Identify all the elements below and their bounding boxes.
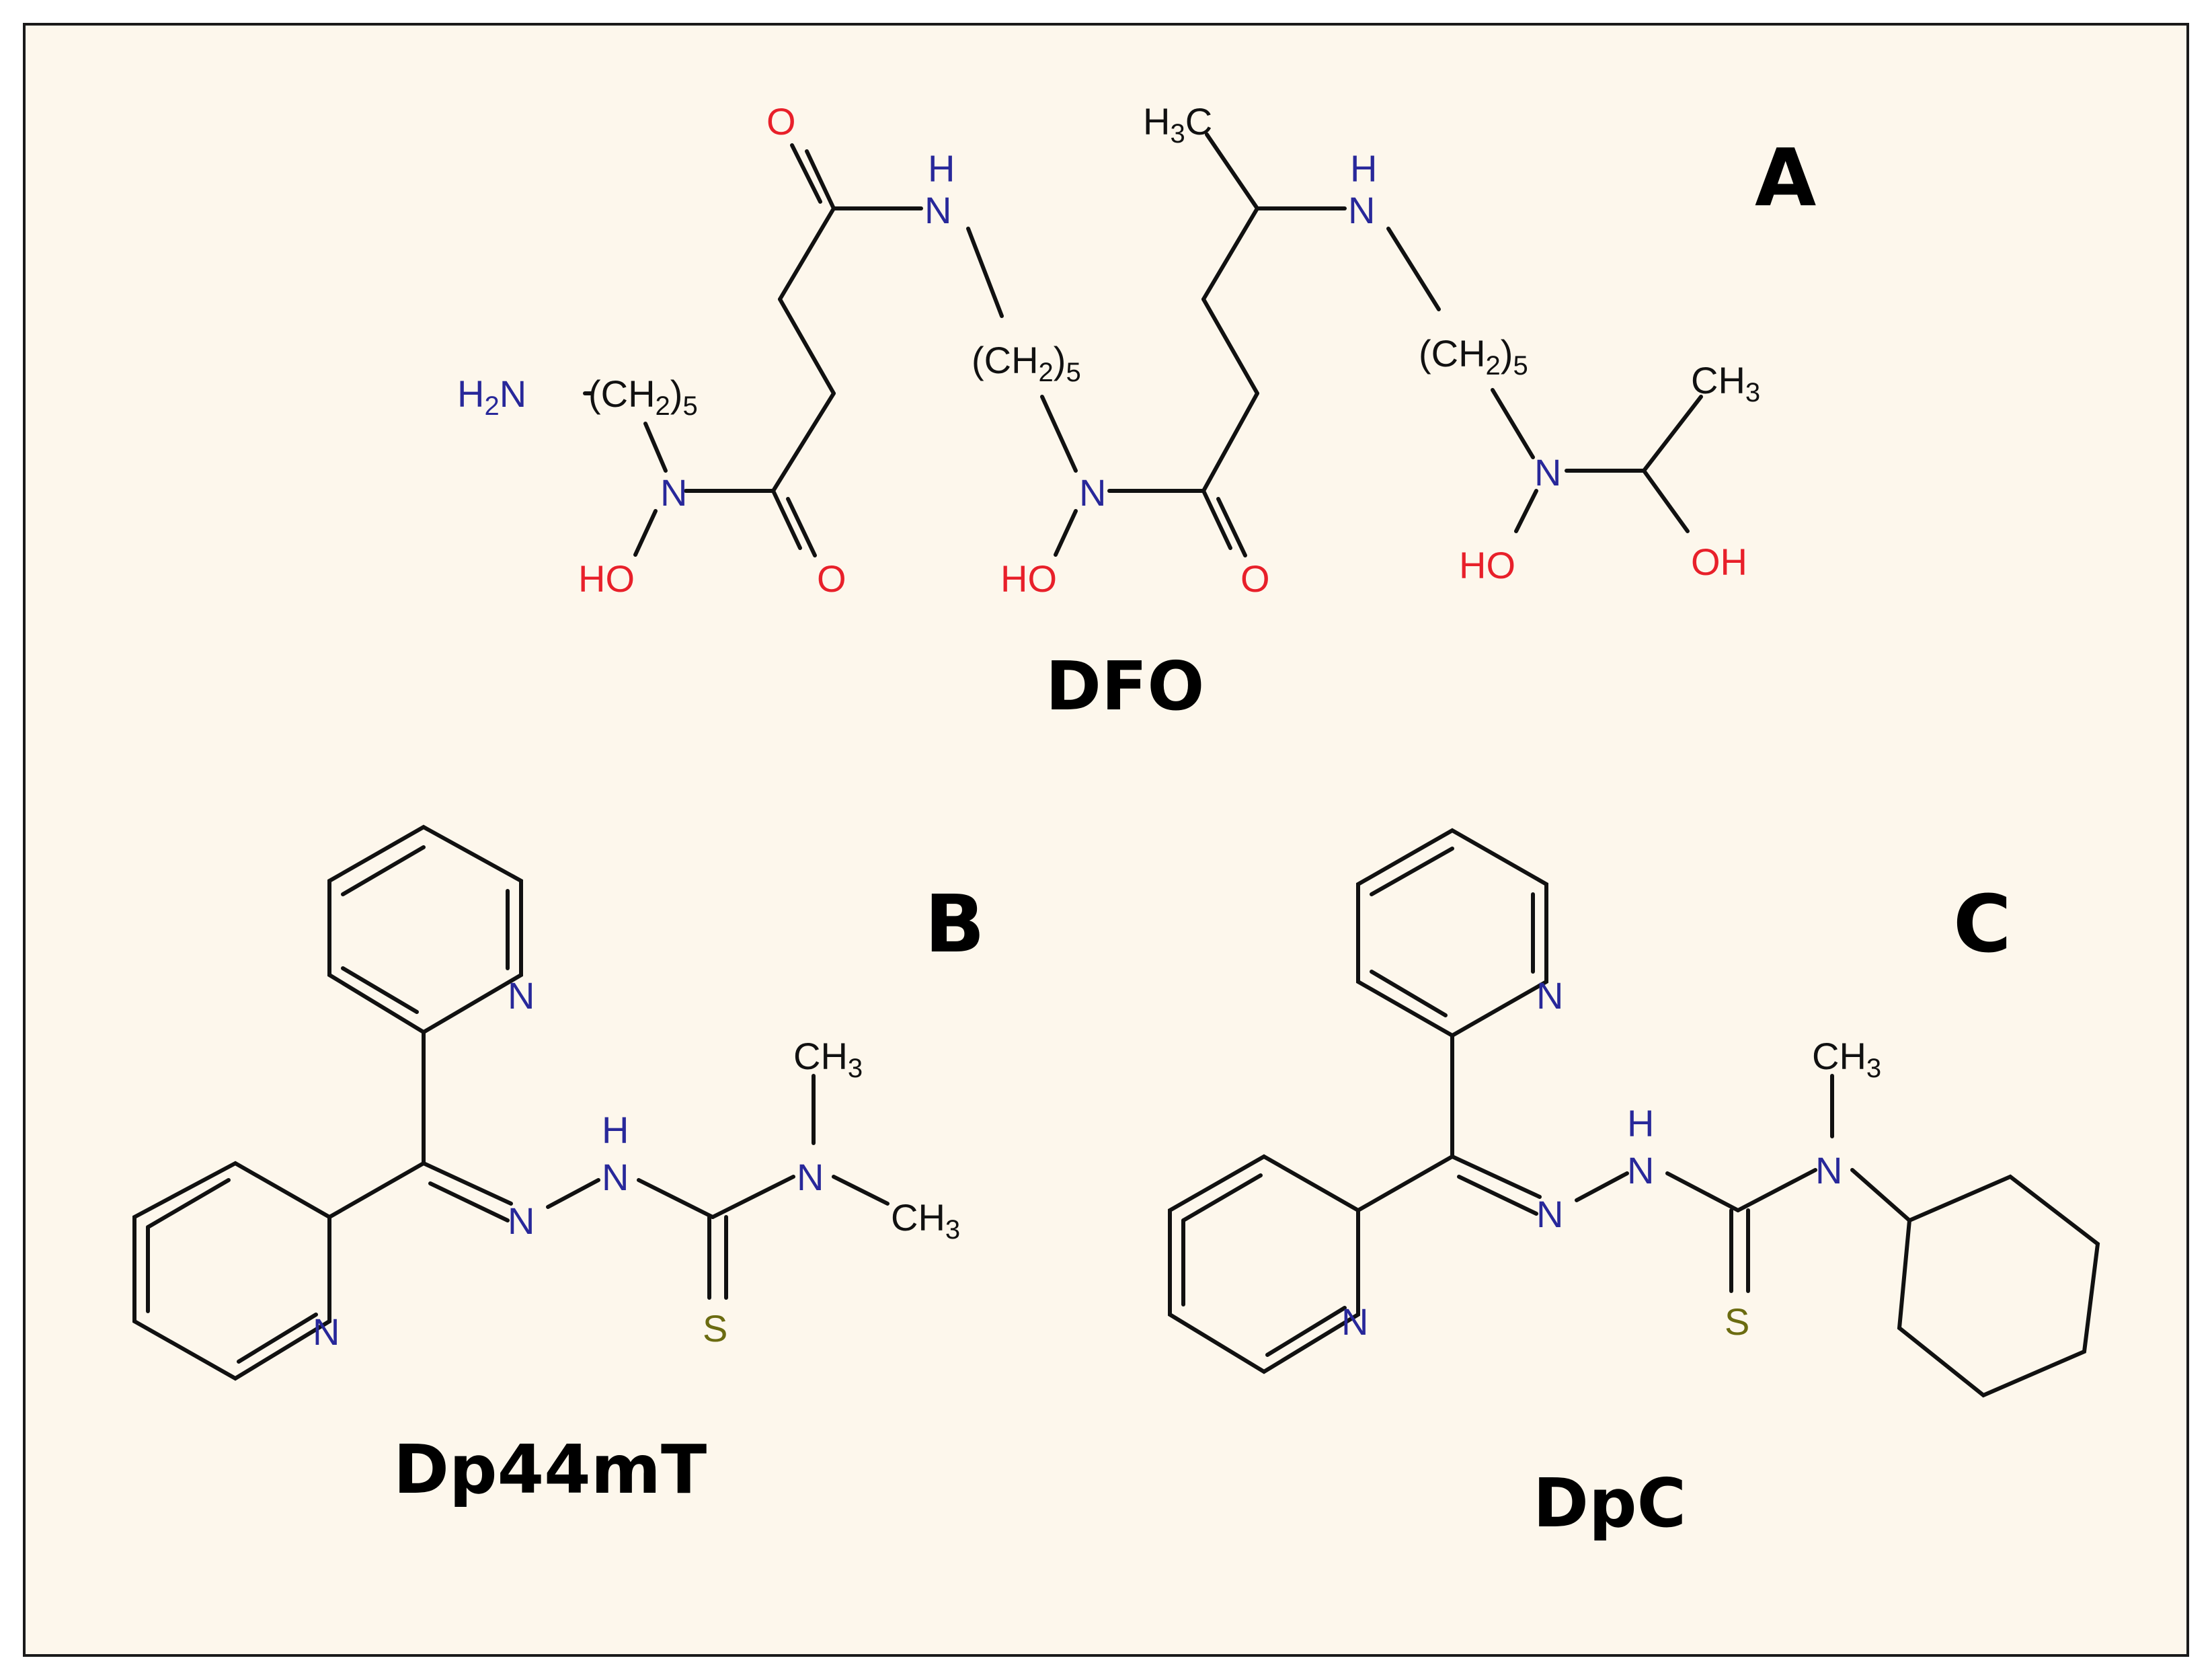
nitrogen-label: N	[924, 189, 951, 231]
hydroxyl-label: HO	[578, 557, 635, 600]
dp44mt-structure: N N N H N N CH3 CH3 S Dp44mT B	[132, 824, 985, 1509]
compound-name-dp44mt: Dp44mT	[393, 1430, 707, 1509]
panel-label-b: B	[924, 877, 985, 970]
nh-h-label: H	[1627, 1102, 1654, 1144]
nitrogen-label: N	[1079, 471, 1106, 514]
methyl-label: H3C	[1143, 100, 1212, 149]
ch2-chain-label-3: (CH2)5	[1419, 332, 1528, 381]
pyridine-nitrogen-label: N	[1536, 974, 1563, 1017]
methyl-label: CH3	[1691, 359, 1760, 407]
nh-h-label: H	[602, 1109, 629, 1151]
nitrogen-label: N	[1348, 189, 1375, 231]
ch2-chain-label-2: (CH2)5	[972, 339, 1081, 387]
oxygen-label: O	[1240, 557, 1270, 600]
pyridine-nitrogen-label: N	[313, 1311, 340, 1353]
hydroxyl-label: HO	[1000, 557, 1057, 600]
imine-nitrogen-label: N	[1536, 1193, 1563, 1235]
panel-label-a: A	[1755, 131, 1816, 224]
methyl-label: CH3	[891, 1196, 960, 1245]
figure-frame	[23, 23, 2189, 1657]
ch2-chain-label-1: (CH2)5	[588, 373, 698, 421]
dfo-structure: H2N (CH2)5 N HO O O H N (CH2)5 N HO O H3…	[457, 100, 1816, 726]
pyridine-nitrogen-label: N	[1341, 1300, 1368, 1343]
nitrogen-label: N	[1815, 1149, 1842, 1192]
compound-name-dpc: DpC	[1533, 1464, 1686, 1543]
oxygen-label: O	[817, 557, 846, 600]
nitrogen-label: N	[602, 1156, 629, 1198]
dpc-structure: N N N H N N CH3 S DpC C	[1168, 828, 2100, 1543]
methyl-label: CH3	[793, 1035, 863, 1083]
pyridine-nitrogen-label: N	[508, 974, 535, 1017]
panel-label-c: C	[1953, 877, 2012, 970]
hydroxyl-label: OH	[1691, 541, 1747, 583]
oxygen-label: O	[766, 100, 796, 143]
nh-h-label: H	[1350, 147, 1377, 190]
nitrogen-label: N	[660, 471, 687, 514]
sulfur-label: S	[1725, 1300, 1749, 1343]
methyl-label: CH3	[1812, 1035, 1881, 1083]
imine-nitrogen-label: N	[508, 1200, 535, 1242]
amine-label: H2N	[457, 373, 526, 421]
hydroxyl-label: HO	[1459, 544, 1515, 586]
nitrogen-label: N	[1534, 451, 1561, 494]
nh-h-label: H	[928, 147, 955, 190]
sulfur-label: S	[703, 1307, 727, 1350]
nitrogen-label: N	[1627, 1149, 1654, 1192]
nitrogen-label: N	[797, 1156, 824, 1198]
compound-name-dfo: DFO	[1045, 647, 1204, 726]
